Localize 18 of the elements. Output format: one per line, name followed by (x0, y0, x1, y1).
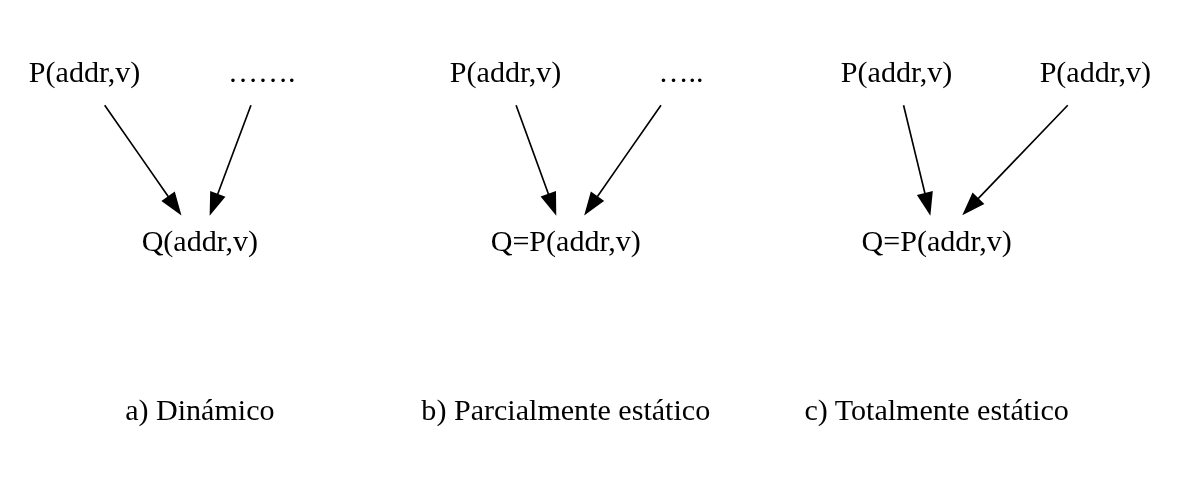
arrow (962, 103, 1069, 215)
arrow (902, 103, 933, 216)
arrow (209, 103, 252, 216)
label: a) Dinámico (125, 392, 275, 427)
node-text: P(addr,v) (1039, 54, 1152, 89)
label: b) Parcialmente estático (421, 392, 711, 427)
node-text: Q=P(addr,v) (861, 223, 1012, 258)
node-text: ….. (658, 54, 704, 89)
node-text: Q(addr,v) (141, 223, 259, 258)
node-text: P(addr,v) (840, 54, 953, 89)
node-text: P(addr,v) (449, 54, 562, 89)
arrow (103, 103, 182, 215)
node-text: Q=P(addr,v) (490, 223, 641, 258)
arrow (584, 103, 662, 215)
arrow (515, 103, 557, 216)
node-text: ……. (227, 54, 296, 89)
node-text: P(addr,v) (28, 54, 141, 89)
label: c) Totalmente estático (804, 392, 1069, 427)
